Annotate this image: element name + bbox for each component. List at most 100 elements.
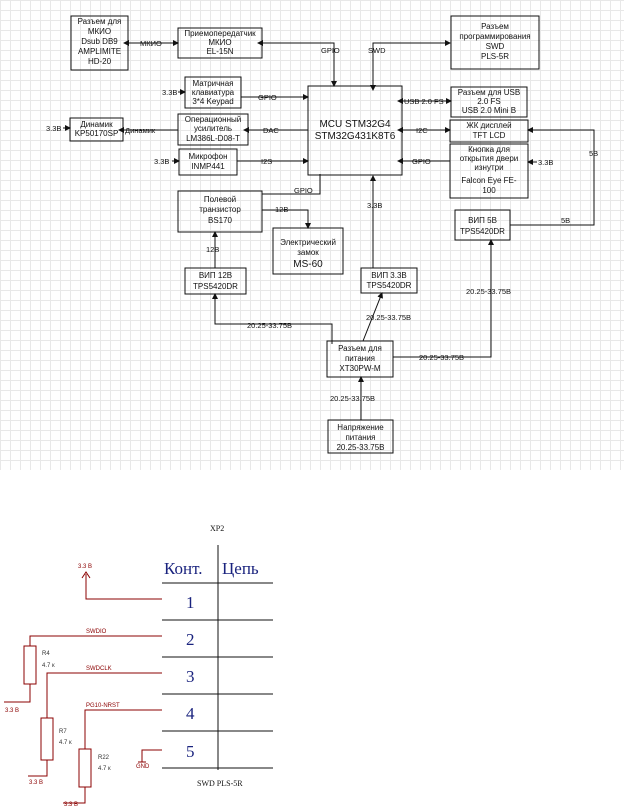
block-usb-connector xyxy=(450,86,528,118)
block-mcu xyxy=(307,85,403,176)
label-gpio-top: GPIO xyxy=(321,46,340,55)
voltage-line-1: Напряжение xyxy=(337,423,384,432)
door-btn-line-5: 100 xyxy=(482,186,496,195)
pin-2: 2 xyxy=(186,630,195,649)
net-3v3-r7: 3.3 В xyxy=(29,780,43,786)
connection-labels: МКИО GPIO SWD 3.3В GPIO USB 2.0 FS 3.3В … xyxy=(46,39,598,403)
block-lock xyxy=(272,227,344,275)
door-btn-line-3: изнутри xyxy=(474,163,503,172)
lcd-line-2: TFT LCD xyxy=(473,131,506,140)
block-rs485-connector xyxy=(70,15,129,71)
block-diagram xyxy=(63,15,595,454)
door-btn-line-1: Кнопка для xyxy=(468,145,510,154)
block-keypad xyxy=(184,76,242,109)
mic-line-1: Микрофон xyxy=(189,152,228,161)
net-nrst: PG10-NRST xyxy=(86,703,120,709)
voltage-line-3: 20.25-33.75В xyxy=(336,443,384,452)
pin-4: 4 xyxy=(186,704,195,723)
label-dac: DAC xyxy=(263,126,279,135)
r4-ref: R4 xyxy=(42,651,50,657)
label-3v3-speaker: 3.3В xyxy=(46,124,61,133)
keypad-line-1: Матричная xyxy=(193,79,234,88)
label-12v-vip: 12В xyxy=(206,245,219,254)
block-amplifier xyxy=(177,113,249,146)
vip12-line-2: TPS5420DR xyxy=(193,282,238,291)
label-range-vip33: 20.25-33.75В xyxy=(366,313,411,322)
label-range-vip12: 20.25-33.75В xyxy=(247,321,292,330)
transceiver-line-1: Приемопередатчик xyxy=(184,29,256,38)
rs485-line-2: МКИО xyxy=(88,27,111,36)
block-mic xyxy=(178,148,238,176)
label-3v3-mic: 3.3В xyxy=(154,157,169,166)
block-speaker xyxy=(69,117,124,142)
door-btn-line-2: открытия двери xyxy=(460,154,519,163)
r7-value: 4.7 к xyxy=(59,740,72,746)
power-conn-line-3: XT30PW-M xyxy=(339,364,381,373)
part-name: SWD PLS-5R xyxy=(197,779,243,788)
label-dyn: Динамик xyxy=(125,126,156,135)
vip5-line-2: TPS5420DR xyxy=(460,227,505,236)
usb-line-2: 2.0 FS xyxy=(477,97,501,106)
pin-1: 1 xyxy=(186,593,195,612)
rs485-line-1: Разъем для xyxy=(78,17,122,26)
schematic-wires xyxy=(4,571,162,804)
label-gpio-btn: GPIO xyxy=(412,157,431,166)
header-net: Цепь xyxy=(222,559,259,578)
block-texts: Разъем для МКИО Dsub DB9 AMPLIMITE HD-20… xyxy=(75,17,531,452)
net-swdclk: SWDCLK xyxy=(86,666,112,672)
fet-line-3: BS170 xyxy=(208,216,233,225)
vip33-line-1: ВИП 3.3В xyxy=(371,271,407,280)
swd-conn-line-2: программирования xyxy=(459,32,530,41)
power-conn-line-2: питания xyxy=(345,354,375,363)
label-usb-fs: USB 2.0 FS xyxy=(404,97,444,106)
pin-3: 3 xyxy=(186,667,195,686)
mic-line-2: INMP441 xyxy=(191,162,225,171)
vip5-line-1: ВИП 5В xyxy=(468,216,497,225)
lock-line-1: Электрический xyxy=(280,238,336,247)
block-door-button xyxy=(449,143,529,199)
label-gpio-fet: GPIO xyxy=(294,186,313,195)
lcd-line-1: ЖК дисплей xyxy=(466,121,511,130)
usb-line-3: USB 2.0 Mini B xyxy=(462,106,516,115)
block-swd-connector xyxy=(450,15,540,70)
swd-schematic: XP2 Конт. Цепь 1 2 3 4 5 SWD PLS-5R xyxy=(4,524,273,808)
vip12-line-1: ВИП 12В xyxy=(199,271,232,280)
block-vip5 xyxy=(454,209,511,241)
block-vip33 xyxy=(360,267,418,294)
r22-ref: R22 xyxy=(98,755,110,761)
block-fet xyxy=(177,190,263,233)
fet-line-2: транзистор xyxy=(199,205,241,214)
label-5v-a: 5В xyxy=(589,149,598,158)
r4-value: 4.7 к xyxy=(42,663,55,669)
net-3v3-top: 3.3 В xyxy=(78,564,92,570)
mcu-line-1: MCU STM32G4 xyxy=(319,119,391,130)
rs485-line-4: AMPLIMITE xyxy=(78,47,121,56)
label-range-vip5: 20.25-33.75В xyxy=(466,287,511,296)
block-transceiver xyxy=(177,27,263,59)
net-swdio: SWDIO xyxy=(86,629,107,635)
keypad-line-2: клавиатура xyxy=(192,88,235,97)
net-gnd: GND xyxy=(136,764,150,770)
usb-line-1: Разъем для USB xyxy=(458,88,520,97)
swd-conn-line-1: Разъем xyxy=(481,22,509,31)
label-i2c: I2C xyxy=(416,126,428,135)
r7-ref: R7 xyxy=(59,729,67,735)
mcu-line-2: STM32G431K8T6 xyxy=(315,131,396,142)
amp-line-1: Операционный xyxy=(185,115,241,124)
label-range-in: 20.25-33.75В xyxy=(330,394,375,403)
voltage-line-2: питания xyxy=(345,433,375,442)
header-contact: Конт. xyxy=(164,559,203,578)
transceiver-line-2: МКИО xyxy=(208,38,231,47)
block-voltage xyxy=(327,419,394,454)
vip33-line-2: TPS5420DR xyxy=(367,281,412,290)
label-3v3-btn: 3.3В xyxy=(538,158,553,167)
label-i2s: I2S xyxy=(261,157,272,166)
amp-line-3: LM386L-D08-T xyxy=(186,134,240,143)
block-power-connector xyxy=(326,340,394,378)
swd-conn-line-4: PLS-5R xyxy=(481,52,509,61)
blocks xyxy=(69,15,540,454)
power-conn-line-1: Разъем для xyxy=(338,344,382,353)
fet-line-1: Полевой xyxy=(204,195,236,204)
connector-table xyxy=(162,545,273,770)
